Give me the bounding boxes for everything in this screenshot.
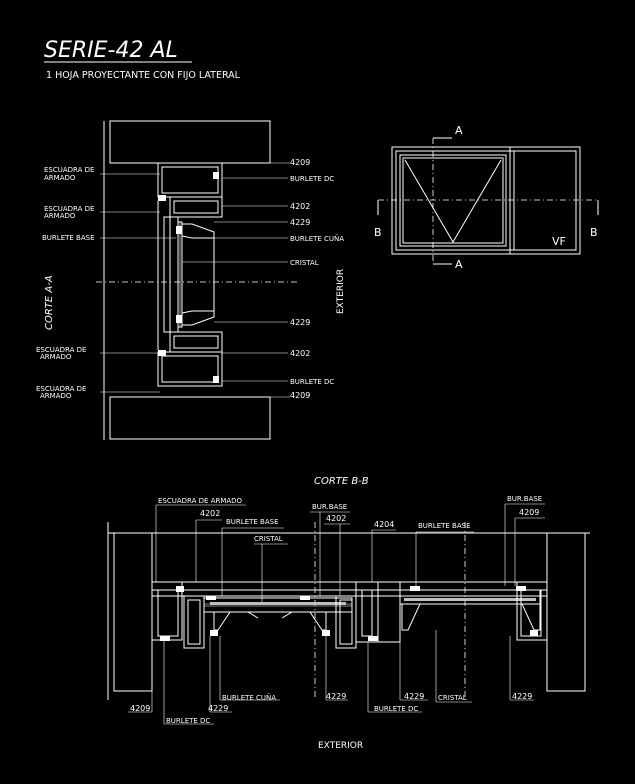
bb-exterior-label: EXTERIOR (318, 741, 363, 751)
bb-label-escuadra-armado: ESCUADRA DE ARMADO (158, 497, 243, 505)
elev-section-a-bottom: A (455, 258, 463, 271)
bb-label-4204: 4204 (374, 520, 394, 529)
bb-label-burlete-dc-b: BURLETE DC (374, 705, 418, 713)
bb-label-cristal: CRISTAL (254, 535, 283, 543)
wall-top (109, 120, 271, 164)
drawing-title: SERIE-42 AL (44, 38, 178, 63)
bb-label-4209: 4209 (519, 508, 539, 517)
aa-label-4202-bottom: 4202 (290, 349, 310, 358)
aa-label-4209-top: 4209 (290, 158, 310, 167)
elev-section-b-left: B (374, 226, 382, 239)
aa-section-label: CORTE A-A (44, 275, 55, 330)
aa-label-4229-bottom: 4229 (290, 318, 310, 327)
wall-bottom (109, 396, 271, 440)
bb-label-cristal-bottom: CRISTAL (438, 694, 467, 702)
elev-section-a-top: A (455, 124, 463, 137)
aa-label-escuadra-1b: ARMADO (44, 174, 76, 182)
aa-label-escuadra-1a: ESCUADRA DE (44, 166, 94, 174)
section-bb: CORTE B-B (107, 476, 590, 751)
aa-label-burlete-cuna: BURLETE CUÑA (290, 234, 344, 243)
aa-label-escuadra-4b: ARMADO (40, 392, 72, 400)
aa-label-burlete-dc-bottom: BURLETE DC (290, 378, 334, 386)
bb-label-bur-base-a: BUR.BASE (312, 503, 347, 511)
bb-label-4229-a: 4229 (208, 704, 228, 713)
drawing-subtitle: 1 HOJA PROYECTANTE CON FIJO LATERAL (46, 70, 241, 81)
bb-section-label: CORTE B-B (314, 476, 369, 487)
aa-label-cristal: CRISTAL (290, 259, 319, 267)
window-elevation: A A B B VF (374, 124, 599, 271)
aa-label-burlete-base: BURLETE BASE (42, 234, 95, 242)
bb-label-4229-b: 4229 (326, 692, 346, 701)
bb-label-burlete-cuna: BURLETE CUÑA (222, 693, 276, 702)
bb-label-4209-bottom: 4209 (130, 704, 150, 713)
elev-section-b-right: B (590, 226, 598, 239)
aa-label-escuadra-3a: ESCUADRA DE (36, 346, 86, 354)
section-aa: ESCUADRA DE ARMADO ESCUADRA DE ARMADO BU… (36, 120, 346, 440)
aa-label-escuadra-3b: ARMADO (40, 353, 72, 361)
aa-label-4202-top: 4202 (290, 202, 310, 211)
aa-label-escuadra-2b: ARMADO (44, 212, 76, 220)
bb-label-burlete-base-b: BURLETE BASE (418, 522, 471, 530)
bb-label-4229-d: 4229 (512, 692, 532, 701)
aa-label-escuadra-2a: ESCUADRA DE (44, 205, 94, 213)
aa-exterior-label: EXTERIOR (336, 269, 346, 314)
elev-fixed-pane-label: VF (552, 235, 566, 248)
bb-wall-right (546, 532, 586, 692)
bb-label-4229-c: 4229 (404, 692, 424, 701)
bb-label-4202-a: 4202 (200, 509, 220, 518)
aa-label-burlete-dc-top: BURLETE DC (290, 175, 334, 183)
bb-label-bur-base-b: BUR.BASE (507, 495, 542, 503)
bb-label-burlete-base-a: BURLETE BASE (226, 518, 279, 526)
bb-label-4202-b: 4202 (326, 514, 346, 523)
aa-label-4209-bottom: 4209 (290, 391, 310, 400)
bb-wall-left (113, 532, 153, 692)
aa-label-4229-top: 4229 (290, 218, 310, 227)
bb-label-burlete-dc-a: BURLETE DC (166, 717, 210, 725)
aa-label-escuadra-4a: ESCUADRA DE (36, 385, 86, 393)
